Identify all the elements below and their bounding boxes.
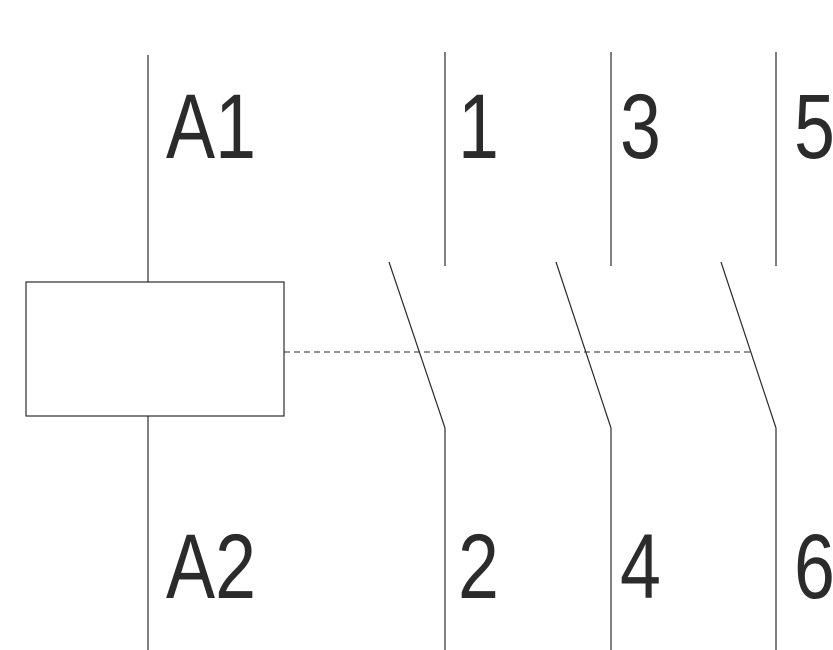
pole-1-line-terminal: 1 <box>458 75 499 178</box>
coil-group: A1 A2 <box>25 55 285 650</box>
coil-body <box>25 281 285 417</box>
pole-1: 1 2 <box>388 52 499 650</box>
pole-3: 5 6 <box>720 52 833 650</box>
pole-3-load-terminal: 6 <box>794 515 833 618</box>
pole-2-load-terminal: 4 <box>620 515 661 618</box>
coil-terminal-bottom: A2 <box>166 515 256 618</box>
pole-1-contact-blade <box>388 261 446 429</box>
pole-2-line-terminal: 3 <box>620 75 661 178</box>
pole-3-line-terminal: 5 <box>794 75 833 178</box>
pole-2: 3 4 <box>555 52 661 650</box>
pole-3-contact-blade <box>720 261 777 429</box>
pole-1-load-terminal: 2 <box>458 515 499 618</box>
coil-terminal-top: A1 <box>166 75 256 178</box>
pole-2-contact-blade <box>555 261 612 429</box>
